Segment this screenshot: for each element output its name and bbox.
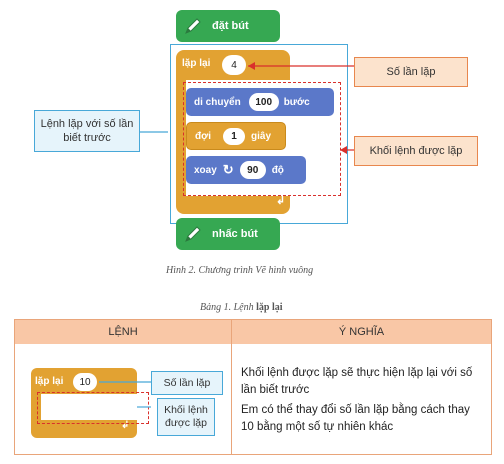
- repeat-label: lặp lại: [182, 58, 211, 69]
- loop-body-highlight: [183, 82, 341, 196]
- callout-repeat-count: Số lần lặp: [354, 57, 468, 87]
- turn-unit: độ: [271, 164, 284, 176]
- callout-loop-body: Khối lệnh được lặp: [354, 136, 478, 166]
- turn-right-icon: ↻: [222, 162, 234, 177]
- meaning-line-2: Em có thể thay đổi số lần lặp bằng cách …: [241, 404, 470, 433]
- turn-degree-input[interactable]: 90: [239, 161, 266, 179]
- pen-down-block[interactable]: đặt bút: [176, 10, 280, 42]
- wait-label: đợi: [195, 130, 211, 142]
- figure-caption: Hình 2. Chương trình Vẽ hình vuông: [166, 265, 314, 276]
- move-steps-input[interactable]: 100: [248, 93, 279, 111]
- callout-repeat-command: Lệnh lặp với số lần biết trước: [34, 110, 140, 152]
- repeat-count-input[interactable]: 4: [222, 55, 246, 75]
- move-block[interactable]: di chuyển 100 bước: [186, 88, 334, 116]
- turn-label: xoay: [194, 164, 217, 176]
- table-header-command: LỆNH: [15, 320, 232, 344]
- pen-up-block[interactable]: nhấc bút: [176, 218, 280, 250]
- wait-unit: giây: [251, 130, 272, 142]
- move-unit: bước: [283, 96, 310, 108]
- callout-connectors: [140, 62, 354, 154]
- table-column-divider: [231, 344, 232, 454]
- table-header-meaning: Ý NGHĨA: [232, 320, 491, 344]
- pen-icon: [180, 14, 206, 38]
- table-callout-loop-body: Khối lệnh được lặp: [157, 398, 215, 436]
- table-loop-arrow-icon: ↲: [121, 420, 130, 431]
- repeat-loop-arrow-icon: ↲: [276, 195, 286, 207]
- pen-icon: [180, 222, 206, 246]
- table-repeat-mouth: [41, 394, 147, 420]
- turn-block[interactable]: xoay ↻ 90 độ: [186, 156, 306, 184]
- table-callout-repeat-count: Số lần lặp: [151, 371, 223, 395]
- pen-up-label: nhấc bút: [212, 228, 258, 240]
- table-callout-connectors: [99, 381, 151, 408]
- wait-block[interactable]: đợi 1 giây: [186, 122, 286, 150]
- table-loop-body-highlight: [37, 392, 149, 424]
- command-table: LỆNH Ý NGHĨA lặp lại 10 ↲ Số lần lặp Khố…: [14, 319, 492, 455]
- table-repeat-count-input: 10: [73, 373, 97, 391]
- table-caption: Bảng 1. Lệnh lặp lại: [200, 302, 283, 313]
- move-label: di chuyển: [194, 96, 241, 108]
- table-caption-prefix: Bảng 1. Lệnh: [200, 302, 254, 313]
- wait-value-input[interactable]: 1: [223, 127, 245, 145]
- meaning-line-1: Khối lệnh được lặp sẽ thực hiện lặp lại …: [241, 367, 473, 396]
- table-repeat-label: lặp lại: [35, 376, 64, 387]
- pen-down-label: đặt bút: [212, 20, 249, 32]
- table-caption-bold: lặp lại: [256, 302, 283, 313]
